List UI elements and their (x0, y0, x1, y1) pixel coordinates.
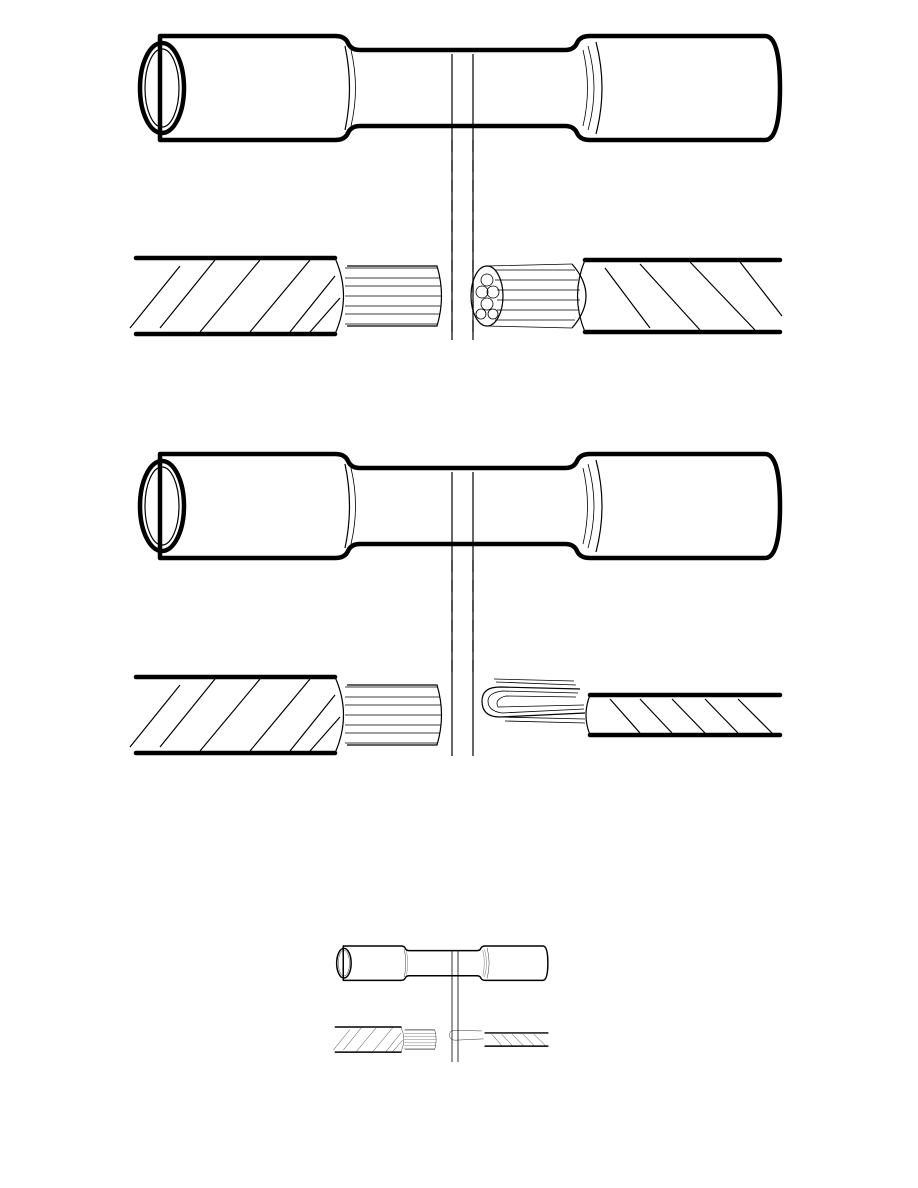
center-guide-lines (451, 950, 459, 1062)
center-guide-lines (451, 54, 474, 340)
panel-1 (130, 36, 783, 340)
center-guide-lines (451, 472, 474, 756)
right-wire-folded (481, 678, 783, 738)
right-wire (470, 257, 783, 335)
splice-connector (140, 36, 780, 140)
wire-pair-folded (130, 677, 783, 753)
folded-strands (481, 686, 586, 718)
left-wire (130, 258, 442, 334)
panel-3 (332, 945, 549, 1062)
wire-pair-stripped (130, 257, 783, 335)
wire-pair-thumbnail (332, 1026, 549, 1053)
splice-connector (140, 454, 780, 558)
left-wire (130, 677, 442, 753)
panel-2 (130, 454, 783, 756)
splice-connector-thumbnail (335, 945, 549, 982)
